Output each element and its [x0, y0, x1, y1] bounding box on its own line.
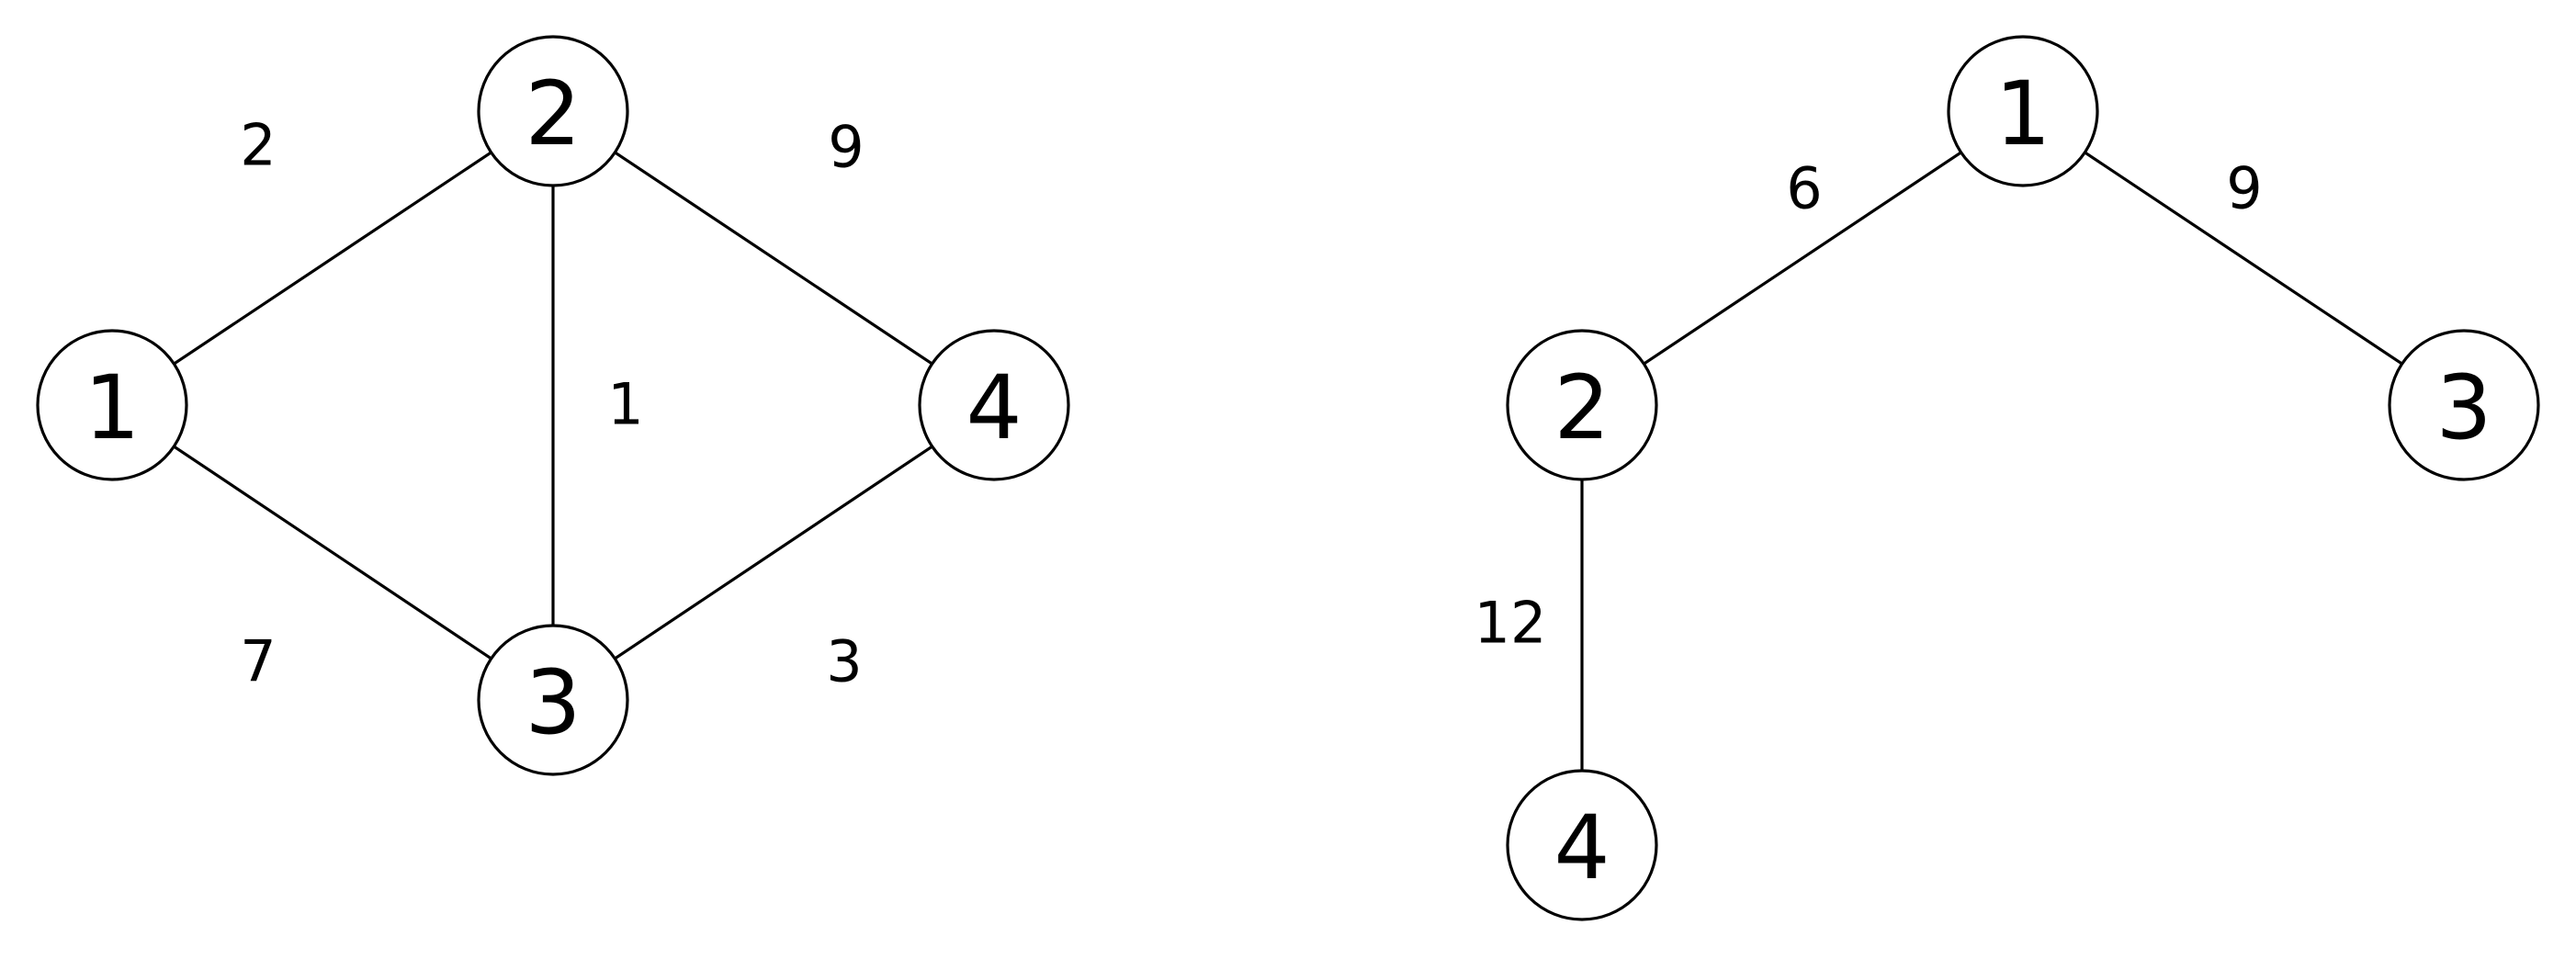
node-circle[interactable] — [477, 624, 629, 776]
node-label: 4 — [1554, 796, 1610, 899]
graph-edge — [1643, 151, 1962, 366]
node-label: 1 — [84, 356, 140, 459]
edge-weight-label: 3 — [826, 628, 862, 695]
node-label: 3 — [2435, 356, 2491, 459]
edge-weight-label: 9 — [828, 114, 864, 181]
node-circle[interactable] — [1506, 329, 1658, 481]
edge-weight-label: 7 — [240, 628, 276, 695]
edge-weight-label: 12 — [1474, 590, 1547, 657]
node-label: 1 — [1994, 62, 2051, 165]
graph-edge — [614, 445, 933, 660]
node-label: 2 — [525, 62, 581, 165]
edge-labels-layer: 2 9 1 7 3 6 9 12 — [240, 112, 2262, 695]
node-circle[interactable] — [1947, 35, 2099, 187]
graph-edge — [614, 151, 933, 366]
graph-node[interactable]: 4 — [918, 329, 1070, 481]
edge-weight-label: 6 — [1786, 155, 1822, 222]
edge-weight-label: 1 — [607, 371, 643, 438]
node-label: 2 — [1554, 356, 1610, 459]
graph-edge — [173, 445, 492, 660]
graph-edge — [2084, 151, 2403, 366]
edge-weight-label: 2 — [240, 112, 276, 179]
edges-layer — [173, 151, 2403, 771]
graph-node[interactable]: 3 — [2388, 329, 2540, 481]
node-circle[interactable] — [2388, 329, 2540, 481]
edge-weight-label: 9 — [2226, 155, 2262, 222]
node-circle[interactable] — [918, 329, 1070, 481]
node-circle[interactable] — [1506, 769, 1658, 921]
node-circle[interactable] — [477, 35, 629, 187]
graph-edge — [173, 151, 492, 366]
graph-node[interactable]: 1 — [1947, 35, 2099, 187]
graph-node[interactable]: 1 — [36, 329, 188, 481]
node-label: 3 — [525, 651, 581, 754]
graph-node[interactable]: 2 — [1506, 329, 1658, 481]
graph-node[interactable]: 3 — [477, 624, 629, 776]
node-label: 4 — [966, 356, 1022, 459]
graph-node[interactable]: 4 — [1506, 769, 1658, 921]
graph-node[interactable]: 2 — [477, 35, 629, 187]
node-circle[interactable] — [36, 329, 188, 481]
